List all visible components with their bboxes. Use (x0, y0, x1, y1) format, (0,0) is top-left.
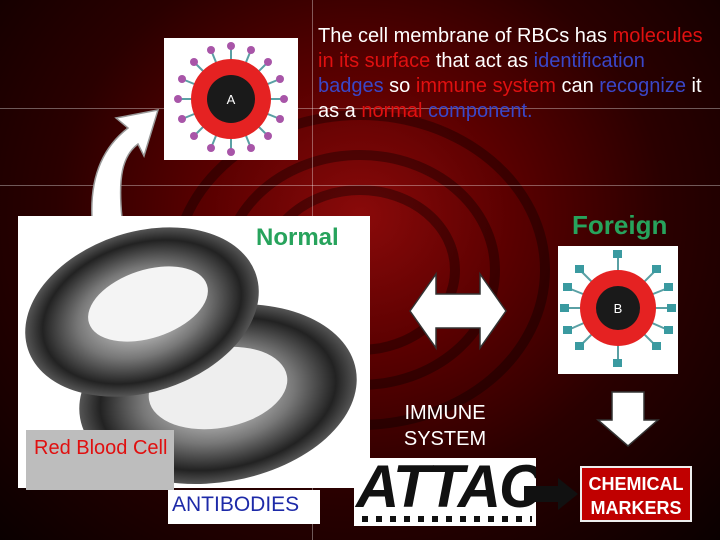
bg-line (0, 108, 720, 109)
right-arrow-icon (524, 478, 578, 510)
cell-b-letter: B (614, 301, 623, 316)
attack-text: ATTACK! (356, 458, 536, 520)
down-arrow-icon (596, 391, 660, 447)
caption-part: immune system (415, 75, 556, 97)
caption-part: identification badges (318, 50, 645, 97)
caption-part: can (555, 75, 600, 97)
antibodies-label: ANTIBODIES (172, 493, 300, 516)
attack-graphic: ATTACK! (354, 458, 536, 526)
chemical-markers-box: CHEMICAL MARKERS (580, 466, 692, 522)
cell-a-panel: A (164, 38, 298, 160)
antibodies-box (168, 490, 320, 524)
caption-part: normal (361, 100, 423, 122)
cell-a-illustration: A (174, 42, 288, 156)
cell-a-letter: A (227, 92, 236, 107)
caption-part: recognize (599, 75, 686, 97)
double-arrow-icon (409, 271, 507, 351)
curved-arrow-icon (91, 109, 160, 219)
normal-label: Normal (256, 224, 339, 251)
caption-part: so (383, 75, 416, 97)
caption-text: The cell membrane of RBCs has molecules … (318, 24, 708, 124)
foreign-label: Foreign (572, 210, 668, 240)
red-blood-cell-label: Red Blood Cell (26, 430, 174, 490)
caption-part: it as a (318, 75, 702, 122)
cell-b-panel: B (558, 246, 678, 374)
immune-system-label: IMMUNE SYSTEM (403, 402, 487, 450)
attack-subtext-pattern (362, 516, 532, 522)
cell-b-illustration: B (560, 250, 676, 367)
caption-part: The cell membrane of RBCs has (318, 25, 613, 47)
caption-part: component. (422, 100, 533, 122)
caption-part: that act as (430, 50, 534, 72)
caption-part: molecules in its surface (318, 25, 703, 72)
bg-line (0, 185, 720, 186)
